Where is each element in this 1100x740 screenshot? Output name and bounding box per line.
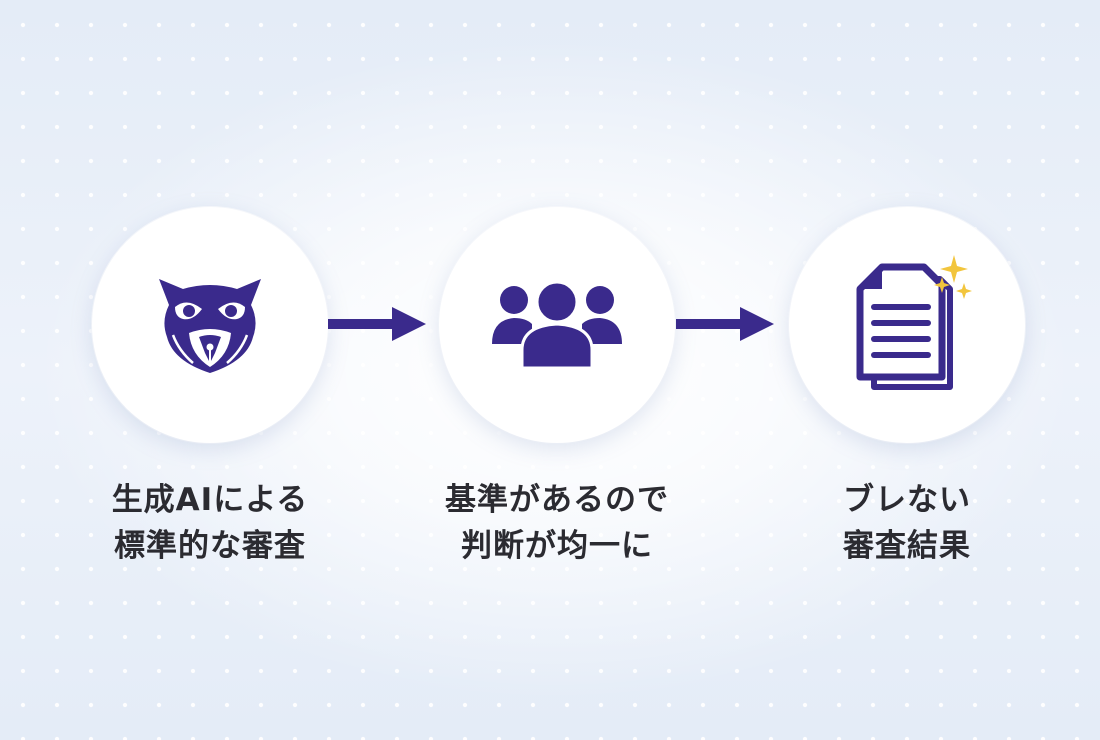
people-group-icon xyxy=(492,282,622,368)
sparkle-icon xyxy=(934,255,972,299)
step-2-caption-line2: 判断が均一に xyxy=(461,528,653,564)
step-3-caption: ブレない 審査結果 xyxy=(749,477,1065,569)
arrow-right-icon xyxy=(328,307,426,341)
documents-sparkle-icon xyxy=(856,255,972,390)
step-3-caption-line1: ブレない xyxy=(843,482,971,518)
step-1-caption: 生成AIによる 標準的な審査 xyxy=(52,477,368,569)
step-3-caption-line2: 審査結果 xyxy=(843,528,971,564)
step-1-caption-line1: 生成AIによる xyxy=(111,482,309,518)
step-3-circle xyxy=(789,207,1025,443)
step-1: 生成AIによる 標準的な審査 xyxy=(92,207,328,564)
step-3: ブレない 審査結果 xyxy=(789,207,1025,564)
step-2-caption-line1: 基準があるので xyxy=(445,482,669,518)
arrow-right-icon xyxy=(676,307,774,341)
step-2-caption: 基準があるので 判断が均一に xyxy=(399,477,715,569)
step-1-circle xyxy=(92,207,328,443)
step-2-circle xyxy=(439,207,675,443)
owl-icon xyxy=(159,279,261,373)
step-2: 基準があるので 判断が均一に xyxy=(439,207,675,564)
step-1-caption-line2: 標準的な審査 xyxy=(114,528,306,564)
